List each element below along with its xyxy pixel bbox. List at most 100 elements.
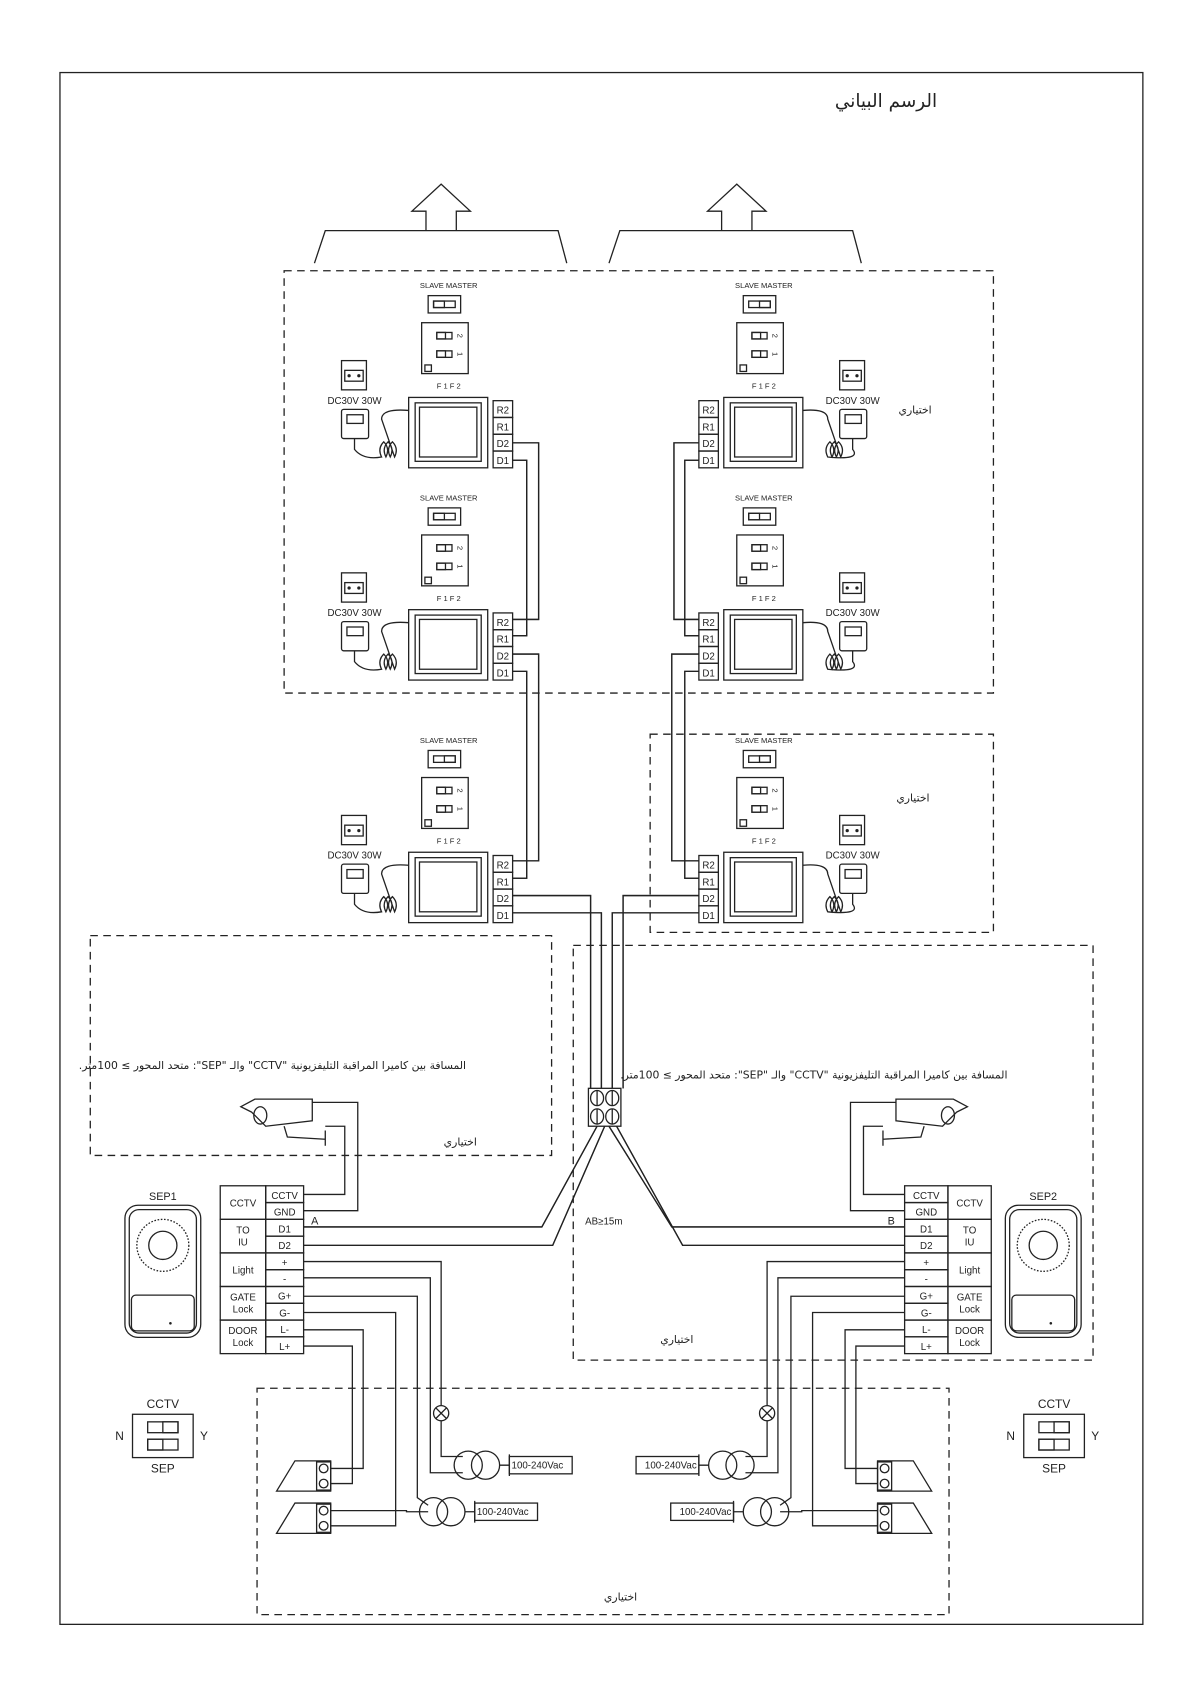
wall-plug-icon: [340, 814, 368, 846]
adapter-label: [844, 414, 862, 425]
f1-f2-label: F 1 F 2: [437, 594, 461, 603]
plug-face: [344, 369, 364, 382]
adapter-label: [346, 868, 364, 879]
electric-lock-icon: [275, 1502, 332, 1535]
speaker-grille: [1016, 1218, 1070, 1272]
transformer-coil: [742, 1497, 773, 1527]
power-rating-label: DC30V 30W: [327, 396, 382, 407]
terminal-label: D1: [920, 1224, 932, 1235]
camera-bracket: [283, 1126, 326, 1146]
optional-label: اختياري: [896, 791, 929, 804]
optional-label: اختياري: [444, 1136, 477, 1149]
dip-marker: [424, 364, 433, 373]
terminal-label: R1: [702, 422, 714, 433]
monitor-bezel: [414, 857, 482, 917]
cctv-wire: [862, 1125, 905, 1196]
transformer-coil: [470, 1450, 501, 1480]
bus-wire-core: [684, 670, 699, 879]
adapter-cord: [353, 621, 409, 671]
terminal-label: G-: [279, 1308, 290, 1319]
plug-pin: [347, 374, 351, 378]
panel-led: [169, 1322, 172, 1325]
lock-screw: [879, 1478, 890, 1489]
terminal-D1: [698, 905, 720, 924]
terminal-label: D1: [497, 911, 509, 922]
bus-wire-core: [512, 459, 528, 637]
slave-master-label: SLAVE MASTER: [420, 736, 478, 745]
group-label: Lock: [233, 1304, 254, 1315]
selector-left-label: N: [1006, 1429, 1015, 1443]
bus-wire-core: [512, 894, 592, 1089]
group-label: GATE: [230, 1293, 256, 1304]
group-label: TO: [963, 1225, 977, 1236]
terminal-label: R2: [702, 860, 714, 871]
adapter-cord: [802, 621, 855, 671]
panel-face: [1009, 1208, 1078, 1334]
terminal-label: R2: [497, 618, 509, 629]
switch-knob: [443, 755, 456, 764]
selector-knob: [1053, 1421, 1070, 1434]
selector-right-label: Y: [200, 1429, 208, 1443]
dip-slot: [436, 805, 453, 813]
gnd-wire: [849, 1101, 905, 1212]
terminal-L+: [903, 1336, 949, 1355]
terminal-label: R1: [497, 877, 509, 888]
terminal-label: R2: [497, 860, 509, 871]
dip-knob: [436, 562, 447, 571]
dip-slot: [751, 562, 768, 571]
group-label: Light: [959, 1265, 980, 1276]
wall-plug-icon: [839, 814, 866, 846]
switch-knob: [432, 300, 446, 309]
bus-wire-core: [512, 653, 540, 862]
gate-lock-wire: [330, 1510, 429, 1513]
up-arrow-icon: [705, 183, 768, 231]
light-return-wire: [745, 1277, 905, 1474]
cctv-wire: [303, 1125, 346, 1196]
supply-voltage-label: 100-240Vac: [477, 1507, 529, 1518]
speaker-grille: [136, 1218, 190, 1272]
plug-pin: [855, 374, 859, 378]
f1-f2-label: F 1 F 2: [752, 594, 776, 603]
switch-knob: [758, 300, 771, 309]
selector-knob: [162, 1421, 179, 1434]
optional-label: اختياري: [604, 1591, 637, 1604]
point-label: A: [311, 1216, 319, 1228]
group-label: DOOR: [228, 1326, 257, 1337]
lock-terminals: [315, 1461, 332, 1491]
lock-screw: [318, 1463, 329, 1474]
bus-wire: [512, 459, 528, 637]
dip-number: 1: [771, 807, 780, 811]
dip-number: 2: [455, 546, 464, 550]
panel-face: [128, 1208, 198, 1334]
dip-number: 2: [455, 334, 464, 338]
bus-wire: [673, 442, 699, 621]
light-return-wire: [303, 1277, 463, 1474]
bus-wire: [512, 442, 540, 621]
dip-knob: [751, 786, 762, 795]
bus-wire-core: [611, 912, 699, 1089]
terminal-label: GND: [915, 1208, 937, 1219]
camera-lens: [940, 1106, 956, 1125]
monitor-screen: [418, 861, 478, 913]
dip-marker: [424, 576, 433, 585]
panel-lower: [1011, 1294, 1076, 1332]
lock-screw: [318, 1478, 329, 1489]
monitor-bezel: [729, 402, 797, 462]
supply-lead: [698, 1454, 709, 1476]
dip-marker: [424, 819, 433, 827]
optional-label: اختياري: [660, 1333, 693, 1346]
terminal-label: L+: [921, 1342, 932, 1353]
plug-pin: [347, 586, 351, 590]
dip-knob: [436, 786, 447, 795]
door-wire: [608, 1125, 905, 1228]
plug-pin: [357, 586, 361, 590]
supply-lead: [732, 1500, 744, 1523]
optional-label: اختياري: [898, 404, 931, 417]
plug-pin: [845, 374, 849, 378]
dip-slot: [436, 350, 453, 359]
plug-face: [842, 824, 862, 837]
outdoor-panel-name: SEP1: [149, 1191, 177, 1203]
terminal-label: CCTV: [271, 1191, 298, 1202]
dip-slot: [751, 350, 768, 359]
panel-lower: [130, 1294, 195, 1332]
